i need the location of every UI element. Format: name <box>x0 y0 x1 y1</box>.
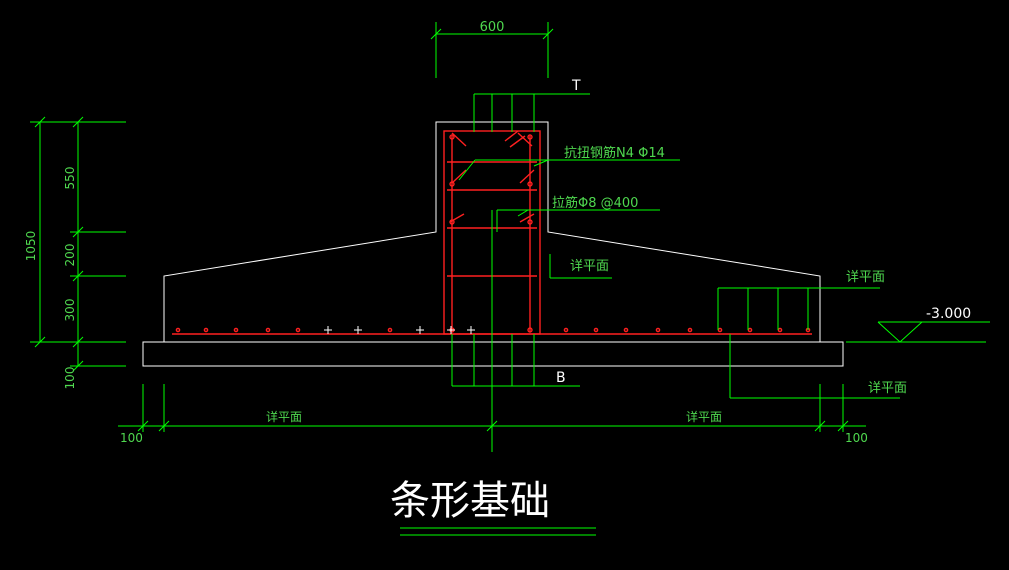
bar-dot <box>527 327 533 333</box>
dimension-lines <box>30 22 990 536</box>
dim-left-margin: 100 <box>120 431 143 445</box>
label-see-plan-3: 详平面 <box>868 381 907 396</box>
dim-300: 300 <box>63 299 77 322</box>
foundation-outline <box>142 121 844 367</box>
bar-dot <box>449 219 455 225</box>
bar-dot <box>449 134 455 140</box>
label-see-plan-2: 详平面 <box>846 270 885 285</box>
label-b: B <box>556 370 566 386</box>
dim-right-margin: 100 <box>845 431 868 445</box>
label-elevation: -3.000 <box>926 306 971 322</box>
label-tie-rebar: 拉筋Φ8 @400 <box>552 195 638 211</box>
label-see-plan-1: 详平面 <box>570 259 609 274</box>
bar-dot <box>527 181 533 187</box>
dim-100: 100 <box>63 367 77 390</box>
drawing-title: 条形基础 <box>390 478 550 524</box>
label-t: T <box>571 78 581 94</box>
bar-dot <box>527 219 533 225</box>
blinding-layer <box>142 341 844 367</box>
bar-dot <box>449 181 455 187</box>
dim-total-height: 1050 <box>24 231 38 262</box>
label-torsion-rebar: 抗扭钢筋N4 Φ14 <box>564 145 665 161</box>
dim-left-span: 详平面 <box>266 409 302 424</box>
dim-right-span: 详平面 <box>686 409 722 424</box>
bar-crosses <box>324 326 475 334</box>
dim-550: 550 <box>63 167 77 190</box>
dim-top-width: 600 <box>480 20 505 35</box>
bar-dot <box>527 134 533 140</box>
dim-200: 200 <box>63 244 77 267</box>
